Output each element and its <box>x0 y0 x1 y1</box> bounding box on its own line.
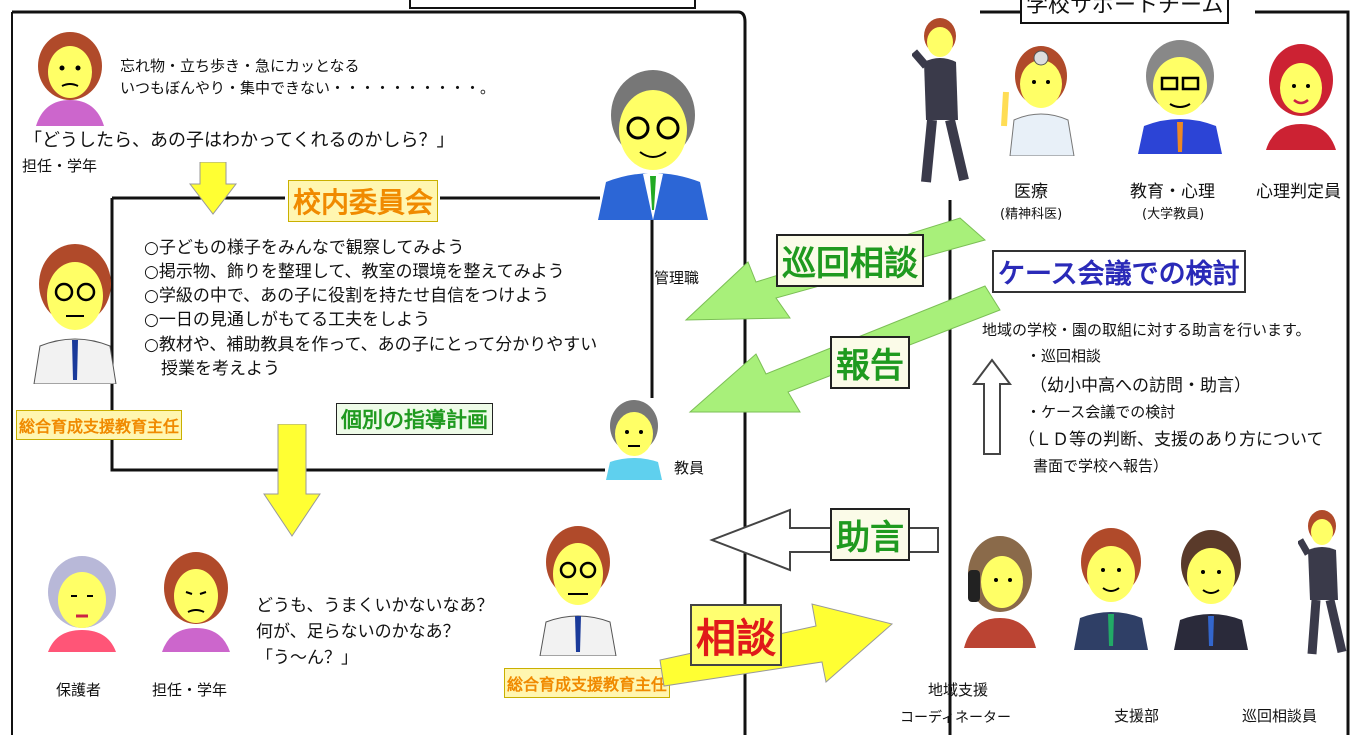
service-line: ・巡回相談 <box>1026 347 1102 365</box>
support-staff-icon-2 <box>1174 530 1248 650</box>
member-label-medical: 医療 <box>1014 182 1048 202</box>
principal-man-icon <box>598 70 708 220</box>
walking-man-icon <box>912 18 969 183</box>
support-staff-label: 支援部 <box>1114 707 1160 725</box>
staff-label: 教員 <box>674 459 705 477</box>
worry-line-1: どうも、うまくいかないなあ？ <box>256 596 494 616</box>
service-line: ・ケース会議での検討 <box>1026 403 1176 421</box>
concern-line-1: 忘れ物・立ち歩き・急にカッとなる <box>120 57 360 75</box>
plan-item: ○教材や、補助教具を作って、あの子にとって分かりやすい <box>144 334 598 355</box>
plan-title: 個別の指導計画 <box>336 403 493 435</box>
doctor-icon <box>1001 46 1075 156</box>
support-team-title: 学校サポートチーム <box>1020 0 1230 24</box>
plan-item: ○子どもの様子をみんなで観察してみよう <box>144 238 465 258</box>
member-sub-medical: (精神科医) <box>1000 207 1063 222</box>
coordinator-label-2: 総合育成支援教育主任 <box>504 668 671 698</box>
woman-psychologist-icon <box>1266 44 1336 150</box>
guardian-label: 保護者 <box>56 681 102 699</box>
coordinator-man-icon <box>33 244 117 384</box>
plan-item: 授業を考えよう <box>144 358 280 379</box>
coordinator-label: 総合育成支援教育主任 <box>16 410 183 440</box>
committee-title: 校内委員会 <box>288 180 439 222</box>
committee-box-left <box>110 198 605 472</box>
worry-line-2: 何が、足らないのかなあ？ <box>256 622 460 642</box>
concern-line-2: いつもぼんやり・集中できない・・・・・・・・・・。 <box>120 79 496 97</box>
worry-line-3: 「う～ん？」 <box>256 648 358 668</box>
teacher-label-2: 担任・学年 <box>152 681 228 699</box>
member-sub-education: (大学教員) <box>1142 207 1205 222</box>
plan-item: ○一日の見通しがもてる工夫をしよう <box>144 310 431 331</box>
staff-man-icon <box>606 400 662 480</box>
woman-teacher-icon <box>36 32 104 126</box>
service-line: 書面で学校へ報告） <box>1018 457 1169 475</box>
plan-item-list: ○子どもの様子をみんなで観察してみよう ○掲示物、飾りを整理して、教室の環境を整… <box>144 236 597 381</box>
school-box-border <box>12 10 747 735</box>
teacher-label: 担任・学年 <box>22 157 98 175</box>
advice-arrow <box>709 508 939 572</box>
teacher-question: 「どうしたら、あの子はわかってくれるのかしら？」 <box>24 130 455 151</box>
professor-icon <box>1138 40 1222 154</box>
walking-man-icon <box>1298 510 1347 655</box>
member-label-psych: 心理判定員 <box>1256 182 1341 202</box>
up-arrow <box>972 358 1012 455</box>
service-intro: 地域の学校・園の取組に対する助言を行います。 <box>982 321 1311 339</box>
member-label-education: 教育・心理 <box>1130 182 1215 202</box>
consult-label: 相談 <box>690 604 782 666</box>
down-arrow-2 <box>263 424 321 537</box>
service-line: （幼小中高への訪問・助言） <box>1030 376 1251 396</box>
coordinator-line-1: 地域支援 <box>928 681 989 699</box>
woman-phone-icon <box>964 536 1036 648</box>
principal-label: 管理職 <box>654 269 700 287</box>
support-box-border <box>1255 10 1350 735</box>
visit-label: 巡回相談 <box>776 234 924 287</box>
woman-teacher-icon <box>162 552 230 652</box>
down-arrow-1 <box>188 162 238 215</box>
visit-counselor-label: 巡回相談員 <box>1242 707 1318 725</box>
service-line: （ＬＤ等の判断、支援のあり方について <box>1018 430 1324 450</box>
top-title-box <box>409 0 696 9</box>
coordinator-line-2: コーディネーター <box>900 710 1012 726</box>
grandmother-icon <box>48 556 116 652</box>
report-label: 報告 <box>830 336 910 389</box>
coordinator-man-icon <box>539 526 617 656</box>
support-staff-icon <box>1074 528 1148 650</box>
plan-item: ○学級の中で、あの子に役割を持たせ自信をつけよう <box>144 286 550 307</box>
case-meeting-title: ケース会議での検討 <box>992 250 1246 293</box>
plan-item: ○掲示物、飾りを整理して、教室の環境を整えてみよう <box>144 262 565 283</box>
advice-label: 助言 <box>830 508 910 561</box>
